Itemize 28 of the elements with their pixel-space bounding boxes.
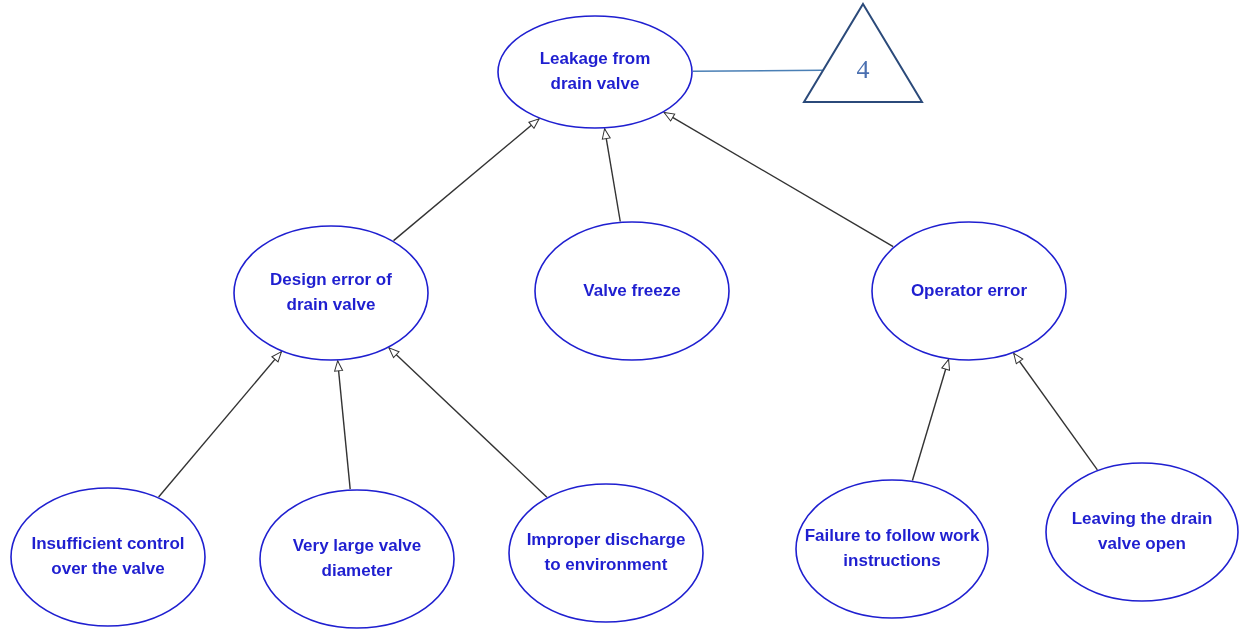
event-label: Leakage from drain valve [538, 48, 652, 95]
event-ellipse [795, 479, 989, 619]
arrow [157, 350, 283, 498]
event-ellipse [508, 483, 704, 623]
arrow [392, 118, 540, 242]
event-label: Valve freeze [583, 279, 681, 302]
event-label: Very large valve diameter [291, 535, 423, 582]
event-ellipse [10, 487, 206, 627]
arrow [663, 111, 894, 248]
arrow [334, 360, 351, 490]
event-label: Design error of drain valve [269, 269, 393, 316]
arrow [601, 128, 621, 223]
triangle-marker [803, 3, 923, 103]
event-ellipse [259, 489, 455, 629]
event-ellipse [1045, 462, 1239, 602]
event-label: Failure to follow work instructions [803, 525, 981, 572]
arrow [911, 358, 951, 482]
event-label: Leaving the drain valve open [1070, 508, 1214, 555]
arrow [1013, 352, 1099, 471]
event-ellipse [871, 221, 1067, 361]
arrow [388, 347, 548, 498]
event-ellipse [534, 221, 730, 361]
event-label: Operator error [910, 279, 1028, 302]
event-ellipse [497, 15, 693, 129]
event-ellipse [233, 225, 429, 361]
event-label: Improper discharge to environment [526, 529, 686, 576]
event-label: Insufficient control over the valve [30, 533, 186, 580]
transfer-number: 4 [856, 54, 870, 87]
